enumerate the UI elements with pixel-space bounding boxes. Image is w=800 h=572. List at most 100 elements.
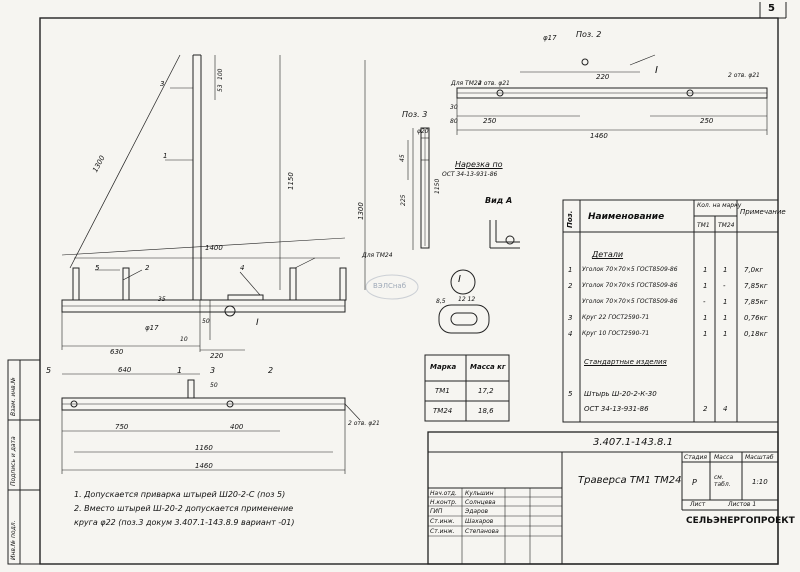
bottom-dim-1160: 1160 bbox=[195, 444, 213, 452]
view-a-title: Вид А bbox=[485, 196, 513, 205]
pos3-phi20: φ20 bbox=[417, 128, 429, 135]
section-mark-I: I bbox=[256, 318, 259, 328]
spec-row-tm24: 1 bbox=[723, 298, 728, 306]
stamp-sign-label: Подпись и дата bbox=[10, 436, 17, 486]
spec-row-note: 0,76кг bbox=[744, 314, 768, 322]
bottom-dim-400: 400 bbox=[230, 423, 244, 431]
stamp-replace-label: Взам. инв.№ bbox=[10, 377, 17, 416]
spec-row-tm1: 1 bbox=[703, 266, 708, 274]
pos3-dim-45: 45 bbox=[399, 154, 406, 162]
dim-1400: 1400 bbox=[205, 244, 223, 252]
pos2-title: Поз. 2 bbox=[576, 30, 602, 39]
note-1: 1. Допускается приварка штырей Ш20-2-С (… bbox=[74, 490, 286, 499]
spec-std-tm1: 2 bbox=[703, 405, 708, 413]
detail-dim-8-5: 8,5 bbox=[436, 298, 446, 305]
person-role: Ст.инж. bbox=[430, 518, 455, 525]
pos2-dim-250a: 250 bbox=[483, 117, 497, 125]
spec-row-tm1: - bbox=[703, 298, 706, 306]
callout-5: 5 bbox=[95, 264, 100, 272]
detail-I-mark: I bbox=[458, 274, 461, 285]
spec-row-tm24: 1 bbox=[723, 266, 728, 274]
spec-row-note: 7,0кг bbox=[744, 266, 764, 274]
dim-53: 53 bbox=[217, 84, 224, 92]
spec-row-name: Уголок 70×70×5 ГОСТ8509-86 bbox=[582, 298, 678, 305]
spec-row-tm1: 1 bbox=[703, 330, 708, 338]
spec-row-pos: 4 bbox=[568, 330, 573, 338]
stage-value: Р bbox=[692, 478, 697, 487]
person-name: Шахаров bbox=[465, 518, 494, 525]
mass-header-mark: Марка bbox=[430, 363, 457, 371]
pos3-dim-225: 225 bbox=[400, 194, 407, 206]
spec-header-pos: Поз. bbox=[566, 210, 574, 228]
spec-std-name: Штырь Ш-20-2-К-30 bbox=[584, 390, 657, 398]
doc-code: 3.407.1-143.8.1 bbox=[593, 437, 673, 448]
spec-row-name: Уголок 70×70×5 ГОСТ8509-86 bbox=[582, 266, 678, 273]
spec-row-pos: 3 bbox=[568, 314, 573, 322]
spec-row-note: 0,18кг bbox=[744, 330, 768, 338]
person-name: Эдаров bbox=[465, 508, 489, 515]
mass-label: Масса bbox=[714, 454, 734, 461]
thread-note: Нарезка по bbox=[455, 160, 503, 169]
person-role: Нач.отд. bbox=[430, 490, 457, 497]
callout-4: 4 bbox=[240, 264, 245, 272]
spec-row-tm24: 1 bbox=[723, 314, 728, 322]
spec-header-name: Наименование bbox=[588, 212, 665, 222]
spec-std-pos: 5 bbox=[568, 390, 573, 398]
stage-label: Стадия bbox=[684, 454, 708, 461]
detail-dim-12-12: 12 12 bbox=[458, 296, 476, 303]
stamp-inv-label: Инв.№ подл. bbox=[10, 520, 17, 561]
spec-section-standard: Стандартные изделия bbox=[584, 358, 667, 366]
bottom-holes: 2 отв. φ21 bbox=[348, 420, 380, 427]
spec-section-details: Детали bbox=[592, 250, 624, 259]
dim-100: 100 bbox=[217, 68, 224, 80]
spec-row-name: Круг 22 ГОСТ2590-71 bbox=[582, 314, 650, 321]
spec-row-name: Уголок 70×70×5 ГОСТ8509-86 bbox=[582, 282, 678, 289]
spec-row-tm24: 1 bbox=[723, 330, 728, 338]
spec-row-note: 7,85кг bbox=[744, 282, 768, 290]
scale-value: 1:10 bbox=[752, 478, 768, 486]
dim-50: 50 bbox=[202, 318, 210, 325]
pos2-holes-right: 2 отв. φ21 bbox=[728, 72, 760, 79]
org-name: СЕЛЬЭНЕРГОПРОЕКТ bbox=[686, 516, 795, 526]
spec-row-note: 7,85кг bbox=[744, 298, 768, 306]
note-2: 2. Вместо штырей Ш-20-2 допускается прим… bbox=[74, 504, 294, 513]
spec-row-tm1: 1 bbox=[703, 314, 708, 322]
bottom-dim-1460: 1460 bbox=[195, 462, 213, 470]
bottom-callout-5: 5 bbox=[46, 366, 52, 375]
pos2-dim-80: 80 bbox=[450, 118, 458, 125]
callout-1: 1 bbox=[163, 152, 168, 160]
label-phi17: φ17 bbox=[145, 324, 159, 332]
person-name: Кульшин bbox=[465, 490, 494, 497]
dim-220: 220 bbox=[210, 352, 224, 360]
dim-10: 10 bbox=[180, 336, 188, 343]
spec-row-pos: 1 bbox=[568, 266, 573, 274]
callout-2: 2 bbox=[145, 264, 150, 272]
pos3-dim-1150: 1150 bbox=[434, 178, 441, 194]
bottom-dim-750: 750 bbox=[115, 423, 129, 431]
spec-header-tm24: ТМ24 bbox=[718, 222, 735, 229]
mass-row-value: 18,6 bbox=[478, 407, 494, 415]
spec-row-name: Круг 10 ГОСТ2590-71 bbox=[582, 330, 650, 337]
pos2-dim-250b: 250 bbox=[700, 117, 714, 125]
spec-row-pos: 2 bbox=[568, 282, 573, 290]
mass-row-value: 17,2 bbox=[478, 387, 494, 395]
sheet-label: Лист bbox=[690, 501, 706, 508]
dim-1150: 1150 bbox=[287, 172, 295, 190]
person-name: Степанова bbox=[465, 528, 499, 535]
mass-row-mark: ТМ24 bbox=[433, 407, 453, 415]
bottom-dim-640: 640 bbox=[118, 366, 132, 374]
spec-std-name: ОСТ 34-13-931-86 bbox=[584, 405, 649, 413]
label-for-tm24: Для ТМ24 bbox=[362, 252, 393, 259]
drawing-title: Траверса ТМ1 ТМ24 bbox=[578, 475, 682, 486]
person-name: Солнцева bbox=[465, 499, 496, 506]
spec-header-note: Примечание bbox=[740, 208, 786, 216]
scale-label: Масштаб bbox=[745, 454, 774, 461]
pos2-mark-I: I bbox=[655, 65, 658, 76]
pos2-holes-left: 2 отв. φ21 bbox=[478, 80, 510, 87]
pos2-phi17: φ17 bbox=[543, 34, 557, 42]
dim-35: 35 bbox=[158, 296, 166, 303]
bottom-dim-50: 50 bbox=[210, 382, 218, 389]
pos2-dim-30: 30 bbox=[450, 104, 458, 111]
